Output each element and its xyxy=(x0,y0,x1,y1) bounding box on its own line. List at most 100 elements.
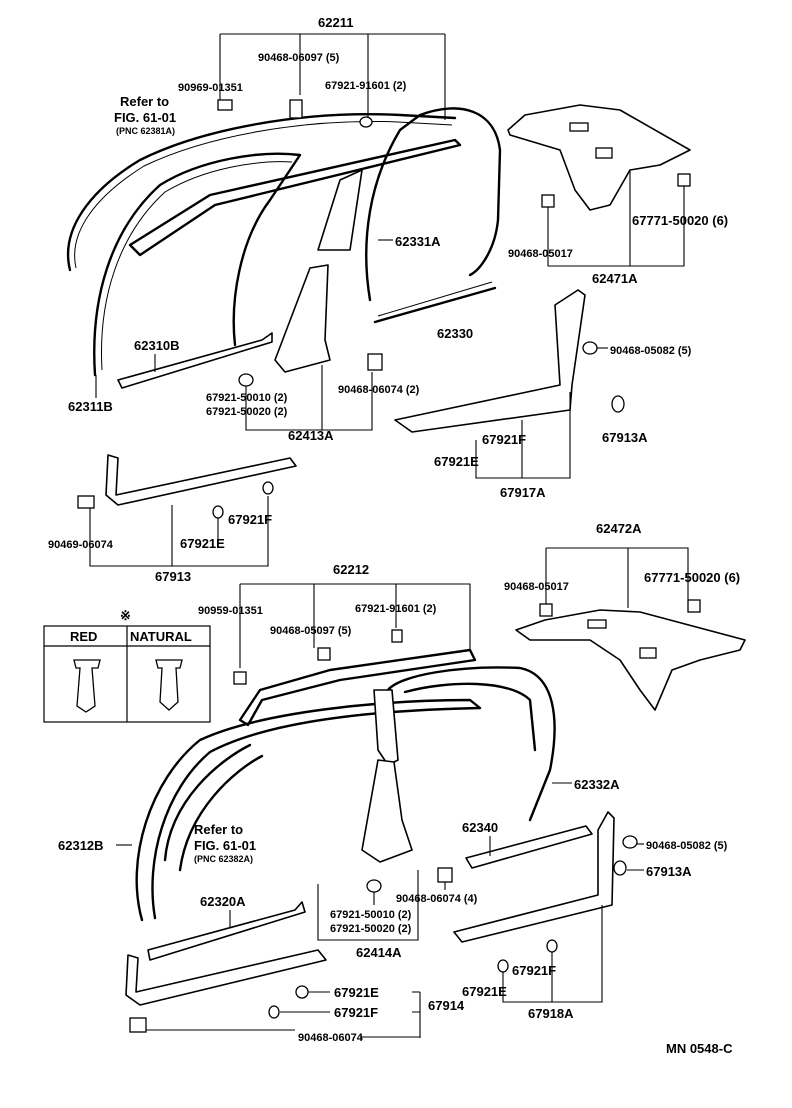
label-90468-06074-bottom: 90468-06074 xyxy=(298,1032,364,1044)
scuff-plate-62340 xyxy=(465,825,593,869)
refer-lower-line2: FIG. 61-01 xyxy=(194,838,256,853)
label-67921e-upper-right: 67921E xyxy=(434,454,479,469)
clip-icon xyxy=(295,985,309,999)
clip-icon xyxy=(613,860,627,876)
label-90959-01351: 90959-01351 xyxy=(198,605,263,617)
label-90468-05082-upper: 90468-05082 (5) xyxy=(610,345,692,357)
label-67921e-lower-right: 67921E xyxy=(462,984,507,999)
clip-color-legend: ※ RED NATURAL xyxy=(43,608,211,723)
clip-icon xyxy=(268,1005,280,1019)
clip-icon xyxy=(77,495,95,509)
label-67921-50020-upper: 67921-50020 (2) xyxy=(206,406,288,418)
refer-lower-line3: (PNC 62382A) xyxy=(194,854,253,864)
label-90468-06074-2: 90468-06074 (2) xyxy=(338,384,420,396)
label-67771-50020-upper: 67771-50020 (6) xyxy=(632,213,728,228)
clip-icon xyxy=(622,835,638,849)
vent-icon xyxy=(595,147,613,159)
clip-icon xyxy=(391,629,403,643)
label-62340: 62340 xyxy=(462,820,498,835)
clip-icon xyxy=(497,959,509,973)
door-opening-trim-62331a xyxy=(365,107,502,302)
label-67914: 67914 xyxy=(428,998,465,1013)
label-62414a: 62414A xyxy=(356,945,402,960)
upper-assembly: 62211 90468-06097 (5) 90969-01351 67921-… xyxy=(48,15,728,584)
clip-icon xyxy=(129,1017,147,1033)
clip-icon xyxy=(539,603,553,617)
label-67921-50010-lower: 67921-50010 (2) xyxy=(330,909,412,921)
clip-icon xyxy=(212,505,224,519)
label-62212: 62212 xyxy=(333,562,369,577)
label-62331a: 62331A xyxy=(395,234,441,249)
scuff-plate-62320a xyxy=(147,901,306,961)
label-67921f-mid: 67921F xyxy=(228,512,272,527)
screw-icon xyxy=(366,879,382,893)
front-pillar-garnish-62311b xyxy=(93,152,302,377)
clip-icon xyxy=(233,671,247,685)
label-67913a-lower: 67913A xyxy=(646,864,692,879)
b-pillar-garnish-upper xyxy=(317,169,363,251)
refer-upper-line1: Refer to xyxy=(120,94,169,109)
roof-side-garnish-lower xyxy=(238,648,477,727)
diagram-code: MN 0548-C xyxy=(666,1041,733,1056)
roof-side-garnish-upper xyxy=(66,113,457,272)
label-90468-05017-lower: 90468-05017 xyxy=(504,581,569,593)
scuff-plate-62310b xyxy=(117,332,273,389)
clip-icon xyxy=(289,99,303,119)
label-67921f-upper-right: 67921F xyxy=(482,432,526,447)
scuff-plate-67914 xyxy=(125,949,327,1006)
center-pillar-lower-garnish-upper xyxy=(274,264,331,373)
label-67921f-lower-right: 67921F xyxy=(512,963,556,978)
clip-icon xyxy=(677,173,691,187)
label-90468-05082-lower: 90468-05082 (5) xyxy=(646,840,728,852)
label-62330: 62330 xyxy=(437,326,473,341)
label-62320a: 62320A xyxy=(200,894,246,909)
scuff-plate-62330 xyxy=(373,286,497,324)
label-62311b: 62311B xyxy=(68,399,113,414)
label-67913: 67913 xyxy=(155,569,191,584)
legend-red-header: RED xyxy=(70,629,97,644)
label-67921e-mid: 67921E xyxy=(180,536,225,551)
label-90468-06074-4: 90468-06074 (4) xyxy=(396,893,478,905)
clip-icon xyxy=(317,647,331,661)
center-pillar-upper-lower-assy xyxy=(373,689,399,766)
label-90468-06097-upper: 90468-06097 (5) xyxy=(258,52,340,64)
vent-icon xyxy=(639,647,657,659)
door-opening-trim-62332a xyxy=(386,666,556,822)
label-67921-50020-lower: 67921-50020 (2) xyxy=(330,923,412,935)
label-90969-01351: 90969-01351 xyxy=(178,82,243,94)
roof-headlining-rear-lower xyxy=(515,609,746,711)
label-62472a: 62472A xyxy=(596,521,642,536)
label-90469-06074: 90469-06074 xyxy=(48,539,114,551)
clip-icon xyxy=(359,116,373,128)
quarter-pillar-garnish-upper xyxy=(394,289,586,433)
label-67921e-lower-left: 67921E xyxy=(334,985,379,1000)
label-67918a: 67918A xyxy=(528,1006,574,1021)
label-90468-05097-lower: 90468-05097 (5) xyxy=(270,625,352,637)
legend-symbol: ※ xyxy=(120,608,131,623)
clip-icon xyxy=(262,481,274,495)
label-62332a: 62332A xyxy=(574,777,620,792)
vent-icon xyxy=(569,122,589,132)
clip-icon xyxy=(687,599,701,613)
label-62312b: 62312B xyxy=(58,838,104,853)
clip-icon xyxy=(541,194,555,208)
label-67921-91601-upper: 67921-91601 (2) xyxy=(325,80,407,92)
label-62310b: 62310B xyxy=(134,338,180,353)
clip-natural-icon xyxy=(155,659,183,711)
label-62471a: 62471A xyxy=(592,271,638,286)
screw-icon xyxy=(238,373,254,387)
clip-red-icon xyxy=(73,659,101,713)
label-62211: 62211 xyxy=(318,15,353,30)
refer-upper-line2: FIG. 61-01 xyxy=(114,110,176,125)
center-pillar-lower-garnish-lower xyxy=(361,759,413,863)
vent-icon xyxy=(587,619,607,629)
label-67771-50020-lower: 67771-50020 (6) xyxy=(644,570,740,585)
scuff-plate-67913 xyxy=(105,454,297,506)
legend-natural-header: NATURAL xyxy=(130,629,192,644)
clip-icon xyxy=(367,353,383,371)
front-pillar-garnish-62312b xyxy=(135,698,482,922)
label-67917a: 67917A xyxy=(500,485,546,500)
clip-icon xyxy=(217,99,233,111)
clip-icon xyxy=(437,867,453,883)
